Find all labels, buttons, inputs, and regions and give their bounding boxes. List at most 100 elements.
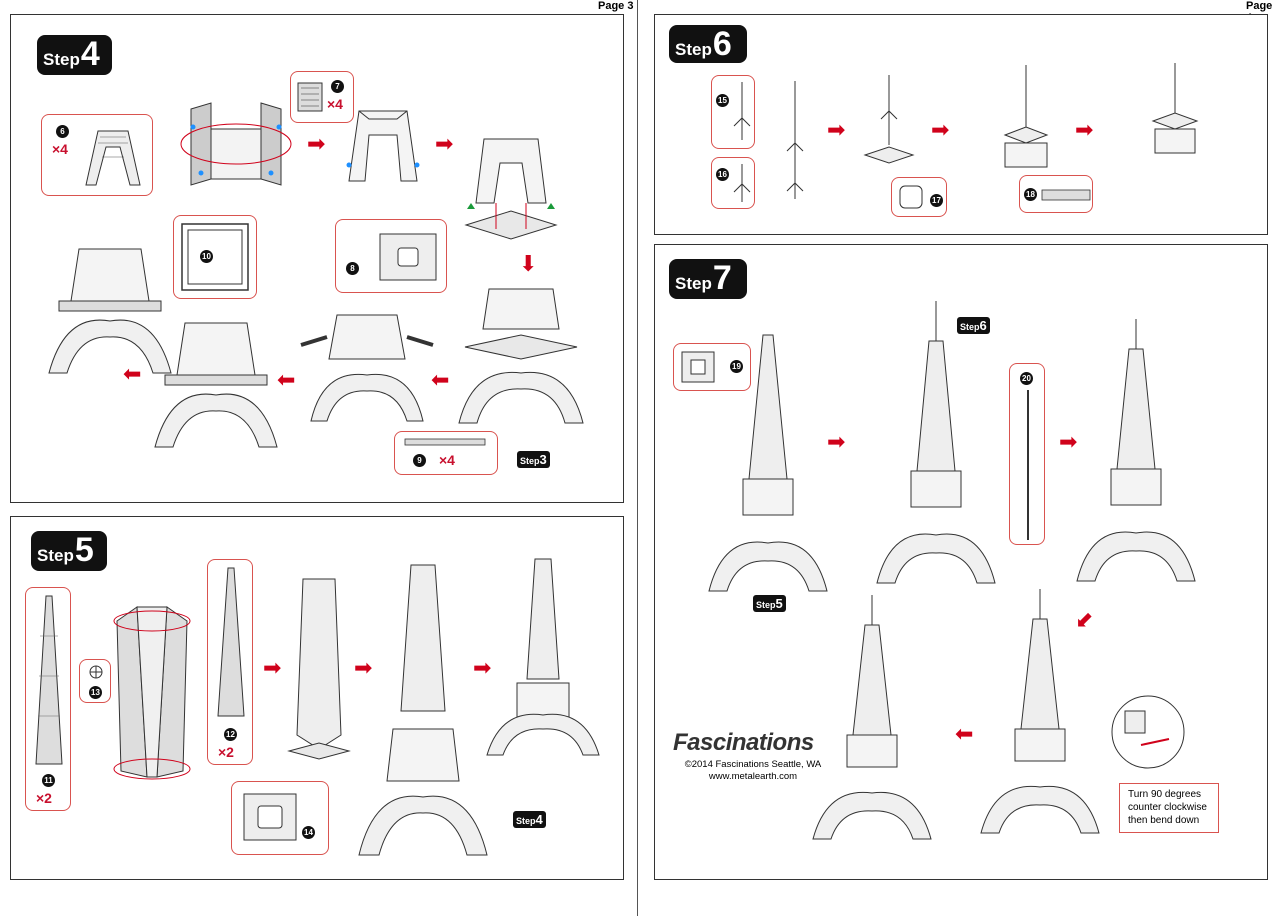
part12-number: 12 — [224, 728, 237, 741]
part10-frame-icon — [181, 223, 249, 291]
part8-number: 8 — [346, 262, 359, 275]
flow-arrow-5b: ➡ — [354, 655, 373, 680]
brand-url: www.metalearth.com — [708, 771, 798, 782]
part16-box: 16 — [711, 157, 755, 209]
part11-qty: ×2 — [36, 790, 52, 806]
ref-step5-badge: Step5 — [753, 595, 786, 612]
ref-step3-badge: Step3 — [517, 451, 550, 468]
part17-plate-icon — [899, 185, 923, 209]
tower-final — [812, 595, 932, 840]
part18-box: 18 — [1019, 175, 1093, 213]
part14-platform-icon — [243, 793, 297, 841]
part18-number: 18 — [1024, 188, 1037, 201]
part13-snowflake-icon — [89, 665, 103, 679]
flow-arrow-6a: ➡ — [827, 117, 846, 142]
part7-qty: ×4 — [327, 96, 343, 112]
part20-number: 20 — [1020, 372, 1033, 385]
part11-number: 11 — [42, 774, 55, 787]
tower-with-spire — [876, 301, 996, 584]
part17-number: 17 — [930, 194, 943, 207]
part18-strip-icon — [1041, 189, 1091, 201]
flow-arrow-5a: ➡ — [263, 655, 282, 680]
flow-arrow-7c: ⬋ — [1075, 607, 1094, 632]
upper-legs-assembly — [113, 606, 191, 780]
bend-instruction-note: Turn 90 degrees counter clockwise then b… — [1119, 783, 1219, 833]
part14-box: 14 — [231, 781, 329, 855]
base-with-panels — [346, 110, 420, 182]
part9-rail-icon — [404, 438, 486, 446]
spire-with-cage — [1003, 65, 1049, 168]
part10-number: 10 — [200, 250, 213, 263]
flow-arrow-7b: ➡ — [1059, 429, 1078, 454]
spire-finished — [1151, 63, 1199, 154]
base-platform-exploded — [464, 138, 558, 240]
part15-number: 15 — [716, 94, 729, 107]
ref-step4-badge: Step4 — [513, 811, 546, 828]
part10-box: 10 — [173, 215, 257, 299]
tower-base-with-frame — [154, 322, 278, 448]
flow-arrow-6c: ➡ — [1075, 117, 1094, 142]
leg-ring-assembly — [180, 102, 292, 186]
flow-arrow-left-1: ⬅ — [123, 361, 142, 386]
spire-on-base — [863, 75, 915, 164]
part13-number: 13 — [89, 686, 102, 699]
tower-step7-start — [708, 334, 828, 592]
flow-arrow-6b: ➡ — [931, 117, 950, 142]
ref-step6-badge: Step6 — [957, 317, 990, 334]
part9-qty: ×4 — [439, 452, 455, 468]
tower-base-with-rails — [300, 314, 434, 422]
brand-copyright: ©2014 Fascinations Seattle, WA — [684, 759, 822, 770]
part11-leg-strip-icon — [35, 595, 63, 765]
flow-arrow-5c: ➡ — [473, 655, 492, 680]
page-label-left: Page 3 — [598, 0, 634, 12]
part9-box: 9 ×4 — [394, 431, 498, 475]
part20-strip-icon — [1027, 390, 1029, 540]
upper-section — [287, 578, 351, 760]
part19-box: 19 — [673, 343, 751, 391]
flow-arrow-7d: ⬅ — [955, 721, 974, 746]
part16-number: 16 — [716, 168, 729, 181]
part19-cap-icon — [681, 351, 715, 383]
part11-box: 11 ×2 — [25, 587, 71, 811]
flow-arrow-left-3: ⬅ — [431, 367, 450, 392]
part17-box: 17 — [891, 177, 947, 217]
part6-qty: ×4 — [52, 141, 68, 157]
part15-box: 15 — [711, 75, 755, 149]
part8-box: 8 — [335, 219, 447, 293]
part13-box: 13 — [79, 659, 111, 703]
part7-panel-icon — [297, 82, 323, 112]
flow-arrow-7a: ➡ — [827, 429, 846, 454]
part15-spire-icon — [733, 82, 751, 140]
part12-leg-strip-icon — [217, 567, 245, 717]
tower-complete-1 — [1076, 319, 1196, 582]
flow-arrow-2: ➡ — [435, 131, 454, 156]
flow-arrow-1: ➡ — [307, 131, 326, 156]
part16-spire-icon — [733, 164, 751, 202]
part6-leg-icon — [85, 130, 141, 186]
part8-platform-icon — [379, 233, 437, 281]
page-divider — [637, 0, 638, 916]
tower-base-finished — [48, 248, 172, 374]
part6-box: 6 ×4 — [41, 114, 153, 196]
tower-after-step5 — [486, 558, 600, 756]
part6-number: 6 — [56, 125, 69, 138]
tower-complete-2 — [980, 589, 1100, 834]
part19-number: 19 — [730, 360, 743, 373]
flow-arrow-left-2: ⬅ — [277, 367, 296, 392]
part7-number: 7 — [331, 80, 344, 93]
flow-arrow-down: ⬇ — [519, 251, 538, 276]
tower-base-step3-assembly — [458, 288, 584, 424]
detail-zoom-circle — [1111, 695, 1185, 769]
brand-logo: Fascinations — [673, 729, 814, 756]
part14-number: 14 — [302, 826, 315, 839]
part12-box: 12 ×2 — [207, 559, 253, 765]
part9-number: 9 — [413, 454, 426, 467]
